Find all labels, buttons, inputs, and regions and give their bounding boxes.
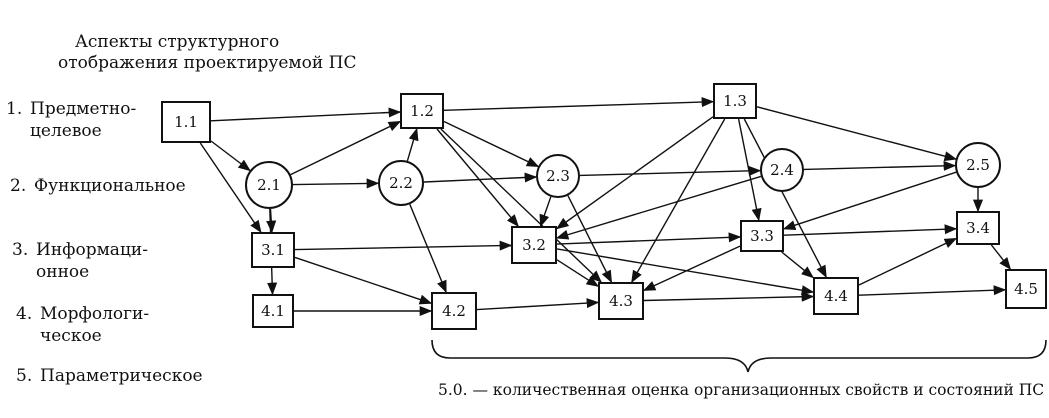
edge-1-3-to-4-3 xyxy=(631,118,726,284)
node-label: 2.2 xyxy=(389,174,413,192)
node-box-1-2: 1.2 xyxy=(400,93,444,129)
edge-4-2-to-4-3 xyxy=(476,298,600,311)
brace-label: 5.0. — количественная оценка организацио… xyxy=(438,381,1045,399)
edge-2-2-to-2-3 xyxy=(423,172,538,183)
edge-2-4-to-2-5 xyxy=(803,160,957,171)
edge-3-1-to-4-2 xyxy=(294,256,433,305)
aspect-3-line-2: онное xyxy=(36,262,90,282)
node-box-4-4: 4.4 xyxy=(813,277,859,315)
aspect-1-line-2: целевое xyxy=(30,121,102,141)
node-box-1-1: 1.1 xyxy=(161,101,211,143)
aspect-4-line-1: Морфологи- xyxy=(40,304,150,324)
node-circle-2-3: 2.3 xyxy=(536,154,580,198)
node-box-1-3: 1.3 xyxy=(713,83,757,119)
edge-1-1-to-3-1 xyxy=(199,142,262,234)
edge-1-3-to-4-4 xyxy=(743,118,827,279)
edge-1-3-to-3-2 xyxy=(555,116,714,230)
edge-1-1-to-2-1 xyxy=(210,140,251,172)
node-box-4-2: 4.2 xyxy=(431,292,477,330)
edge-4-4-to-3-4 xyxy=(858,237,958,286)
node-circle-2-2: 2.2 xyxy=(378,160,424,206)
edge-2-2-to-1-2 xyxy=(406,127,419,162)
node-box-4-5: 4.5 xyxy=(1005,269,1047,309)
edge-1-3-to-2-5 xyxy=(756,106,958,162)
edge-3-2-to-3-3 xyxy=(556,232,742,245)
edge-2-5-to-3-3 xyxy=(782,171,957,231)
node-box-4-3: 4.3 xyxy=(598,282,644,320)
edge-3-3-to-4-3 xyxy=(642,245,741,292)
edge-3-4-to-4-5 xyxy=(990,244,1012,270)
edge-2-1-to-1-2 xyxy=(290,120,402,176)
edge-2-1-to-2-2 xyxy=(292,178,380,189)
edge-2-3-to-4-3 xyxy=(567,195,613,284)
node-label: 3.4 xyxy=(966,219,990,237)
node-label: 4.4 xyxy=(824,287,848,305)
edge-3-2-to-4-3 xyxy=(556,259,600,287)
node-label: 2.4 xyxy=(770,161,794,179)
header-line-1: Аспекты структурного xyxy=(75,32,280,52)
node-label: 4.2 xyxy=(442,302,466,320)
edge-1-2-to-4-3 xyxy=(440,128,603,283)
node-label: 1.3 xyxy=(723,92,747,110)
node-circle-2-5: 2.5 xyxy=(955,142,1001,188)
aspect-5-number: 5. xyxy=(16,366,33,386)
node-label: 2.3 xyxy=(546,167,570,185)
node-box-4-1: 4.1 xyxy=(252,294,294,328)
edge-1-1-to-1-2 xyxy=(210,107,402,122)
edge-4-3-to-4-4 xyxy=(643,291,815,302)
edge-3-1-to-3-2 xyxy=(294,240,513,251)
node-label: 4.5 xyxy=(1014,280,1038,298)
aspect-1-number: 1. xyxy=(6,99,23,119)
node-label: 3.2 xyxy=(522,236,546,254)
edge-2-1-to-3-1 xyxy=(266,208,277,234)
node-label: 1.1 xyxy=(174,113,198,131)
parametric-brace xyxy=(431,339,1047,373)
edge-1-2-to-1-3 xyxy=(443,97,715,111)
edge-1-3-to-3-3 xyxy=(737,118,762,222)
aspect-4-number: 4. xyxy=(16,304,33,324)
node-label: 1.2 xyxy=(410,102,434,120)
edge-2-4-to-3-2 xyxy=(555,175,762,240)
aspect-2-number: 2. xyxy=(10,176,27,196)
aspect-4-line-2: ческое xyxy=(40,326,102,346)
aspect-5-line-1: Параметрическое xyxy=(40,366,203,386)
edge-1-2-to-2-3 xyxy=(443,120,540,168)
edge-2-3-to-2-4 xyxy=(579,165,762,177)
node-label: 2.5 xyxy=(966,156,990,174)
node-label: 4.1 xyxy=(261,302,285,320)
aspect-3-number: 3. xyxy=(12,240,29,260)
node-box-3-4: 3.4 xyxy=(956,211,1000,245)
node-circle-2-1: 2.1 xyxy=(245,161,293,209)
node-label: 3.3 xyxy=(750,227,774,245)
aspect-1-line-1: Предметно- xyxy=(30,99,137,119)
node-box-3-2: 3.2 xyxy=(511,226,557,264)
edges-layer xyxy=(199,97,1012,317)
header-line-2: отображения проектируемой ПС xyxy=(58,53,357,73)
node-box-3-1: 3.1 xyxy=(251,232,295,268)
edge-3-3-to-3-4 xyxy=(783,224,958,236)
node-box-3-3: 3.3 xyxy=(740,220,784,252)
node-label: 4.3 xyxy=(609,292,633,310)
edge-3-2-to-4-4 xyxy=(556,248,815,296)
node-circle-2-4: 2.4 xyxy=(760,148,804,192)
edge-2-3-to-3-2 xyxy=(539,196,552,228)
edge-4-4-to-4-5 xyxy=(858,285,1007,296)
node-label: 3.1 xyxy=(261,241,285,259)
aspect-3-line-1: Информаци- xyxy=(36,240,148,260)
edge-2-2-to-4-2 xyxy=(409,204,447,294)
edge-1-2-to-3-2 xyxy=(436,128,519,227)
aspect-2-line-1: Функциональное xyxy=(34,176,186,196)
node-label: 2.1 xyxy=(257,176,281,194)
edge-3-3-to-4-4 xyxy=(781,251,814,279)
